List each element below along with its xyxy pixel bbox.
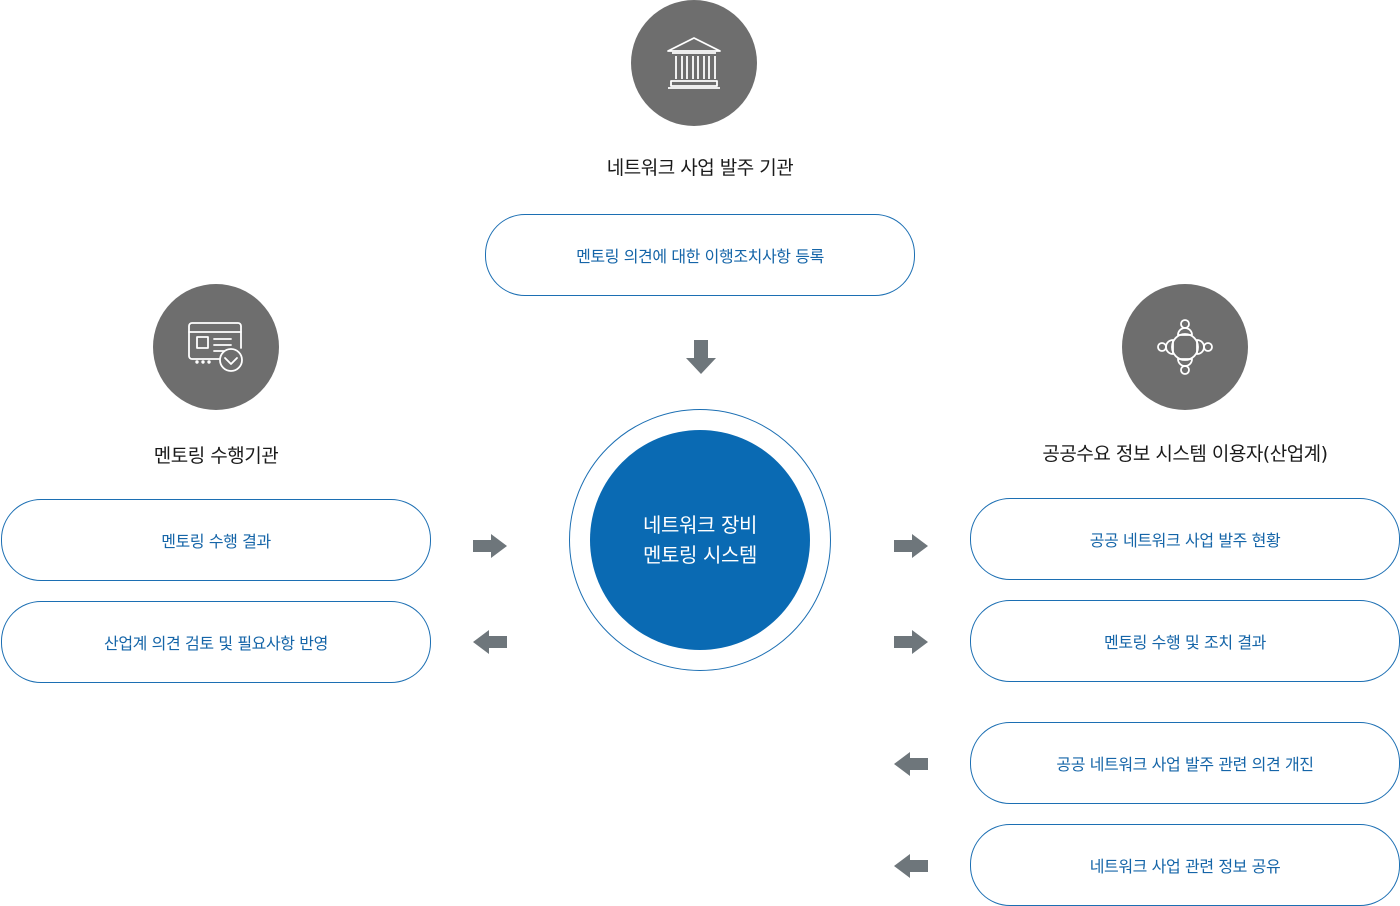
center-system-line2: 멘토링 시스템 — [643, 543, 757, 567]
arrow-left-from-users-1 — [894, 752, 928, 776]
industry-users-icon-circle — [1122, 284, 1248, 410]
people-network-icon — [1157, 319, 1213, 375]
arrow-left-from-center-1 — [473, 630, 507, 654]
left-box-industry-review: 산업계 의견 검토 및 필요사항 반영 — [1, 601, 431, 683]
arrow-right-to-users-2 — [894, 630, 928, 654]
arrow-right-to-users-1 — [894, 534, 928, 558]
ordering-agency-title: 네트워크 사업 발주 기관 — [606, 157, 794, 179]
arrow-down — [686, 340, 716, 374]
mentoring-institution-icon-circle — [153, 284, 279, 410]
right-box-ordering-status: 공공 네트워크 사업 발주 현황 — [970, 498, 1400, 580]
center-system-circle: 네트워크 장비 멘토링 시스템 — [590, 430, 810, 650]
document-check-icon — [188, 322, 243, 372]
top-box-measures: 멘토링 의견에 대한 이행조치사항 등록 — [485, 214, 915, 296]
arrow-left-from-users-2 — [894, 854, 928, 878]
arrow-right-to-center-1 — [473, 534, 507, 558]
center-system-line1: 네트워크 장비 — [643, 513, 757, 537]
government-building-icon — [667, 37, 721, 89]
right-box-mentoring-actions: 멘토링 수행 및 조치 결과 — [970, 600, 1400, 682]
center-system-ring — [569, 409, 831, 671]
industry-users-title: 공공수요 정보 시스템 이용자(산업계) — [1042, 443, 1328, 465]
mentoring-institution-title: 멘토링 수행기관 — [153, 445, 279, 467]
left-box-mentoring-result: 멘토링 수행 결과 — [1, 499, 431, 581]
right-box-info-sharing: 네트워크 사업 관련 정보 공유 — [970, 824, 1400, 906]
right-box-opinion-submission: 공공 네트워크 사업 발주 관련 의견 개진 — [970, 722, 1400, 804]
ordering-agency-icon-circle — [631, 0, 757, 126]
